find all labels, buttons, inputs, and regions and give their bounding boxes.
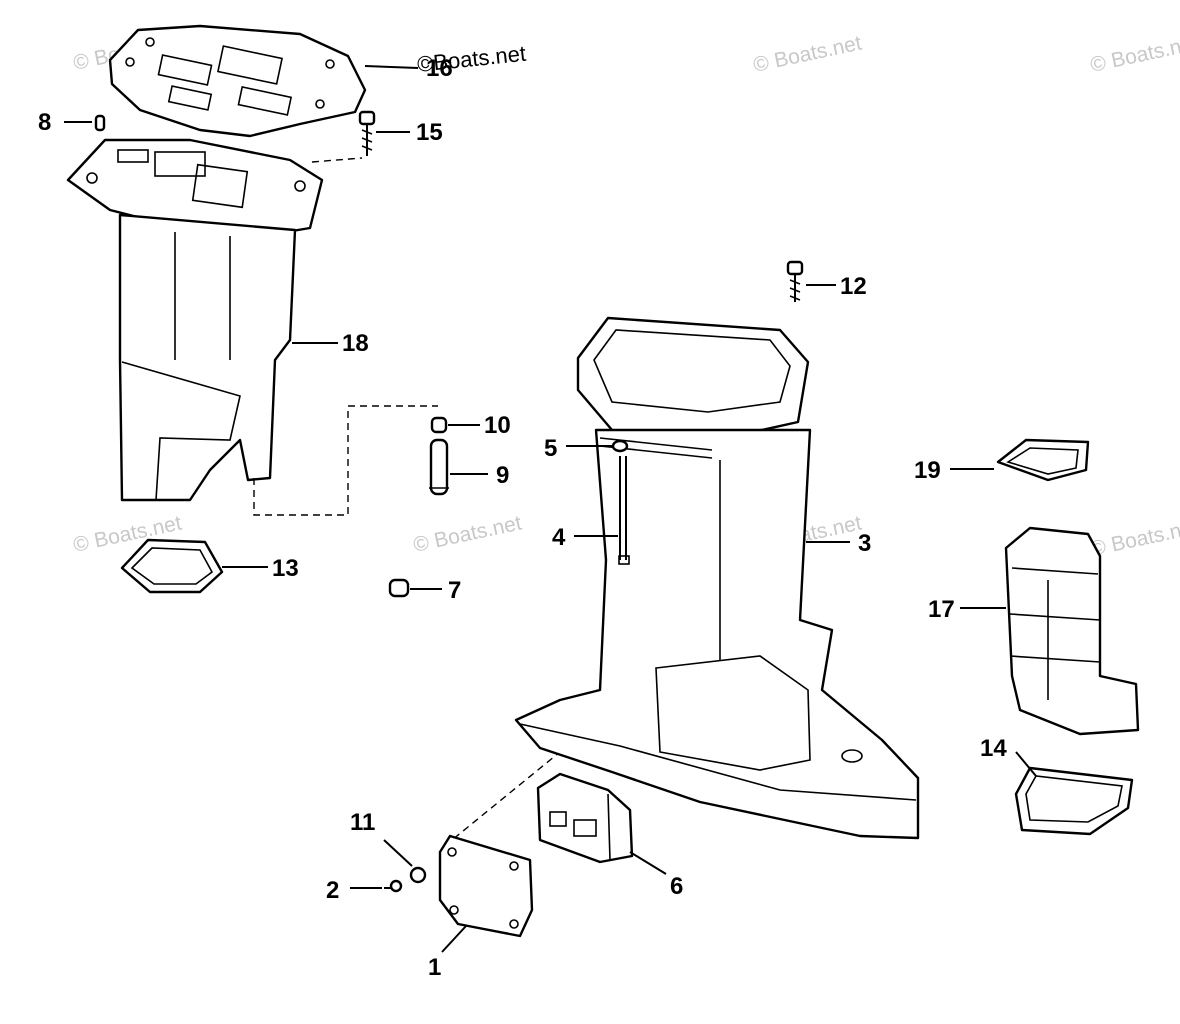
leader-lines (64, 65, 1037, 953)
part-18-exhaust-housing (66, 138, 324, 502)
callout-7: 7 (448, 577, 461, 604)
part-3-driveshaft-housing (514, 316, 920, 840)
callout-9: 9 (496, 462, 509, 489)
watermark: © Boats.net (751, 31, 864, 76)
watermark: © Boats.net (1088, 515, 1180, 560)
part-1-cover-plate (438, 834, 534, 938)
callout-13: 13 (272, 555, 299, 582)
callout-2: 2 (326, 877, 339, 904)
callout-19: 19 (914, 457, 941, 484)
callout-10: 10 (484, 412, 511, 439)
part-13-seal (120, 538, 224, 594)
part-8-dowel (94, 114, 106, 132)
part-16-gasket (108, 24, 367, 138)
callout-4: 4 (552, 524, 566, 551)
part-2-screw (384, 879, 403, 893)
part-14-seal (1014, 766, 1134, 836)
watermark: © Boats.net (411, 511, 524, 556)
callout-12: 12 (840, 273, 867, 300)
guide-line (253, 405, 438, 516)
part-7-plug (388, 578, 410, 598)
part-15-screw (358, 110, 376, 156)
watermark: © Boats.net (1088, 31, 1180, 76)
part-11-washer (409, 866, 427, 884)
part-19-seal (996, 438, 1090, 482)
part-10-cap (430, 416, 448, 434)
callout-16: 16 (426, 55, 453, 82)
callout-17: 17 (928, 596, 955, 623)
callout-11: 11 (350, 809, 375, 836)
guide-line (311, 157, 363, 163)
callouts: 8 16 15 18 10 9 13 7 12 5 4 3 19 17 14 6… (38, 55, 1007, 981)
part-6-block (536, 772, 634, 864)
part-9-tube (429, 438, 449, 496)
callout-6: 6 (670, 873, 683, 900)
callout-14: 14 (980, 735, 1007, 762)
part-12-screw (786, 260, 804, 302)
callout-5: 5 (544, 435, 557, 462)
part-5-nut (611, 439, 629, 453)
part-4-stud (618, 456, 630, 565)
callout-15: 15 (416, 119, 443, 146)
callout-3: 3 (858, 530, 871, 557)
callout-1: 1 (428, 954, 441, 981)
callout-18: 18 (342, 330, 369, 357)
part-17-exhaust-tube (1004, 526, 1140, 736)
callout-8: 8 (38, 109, 51, 136)
